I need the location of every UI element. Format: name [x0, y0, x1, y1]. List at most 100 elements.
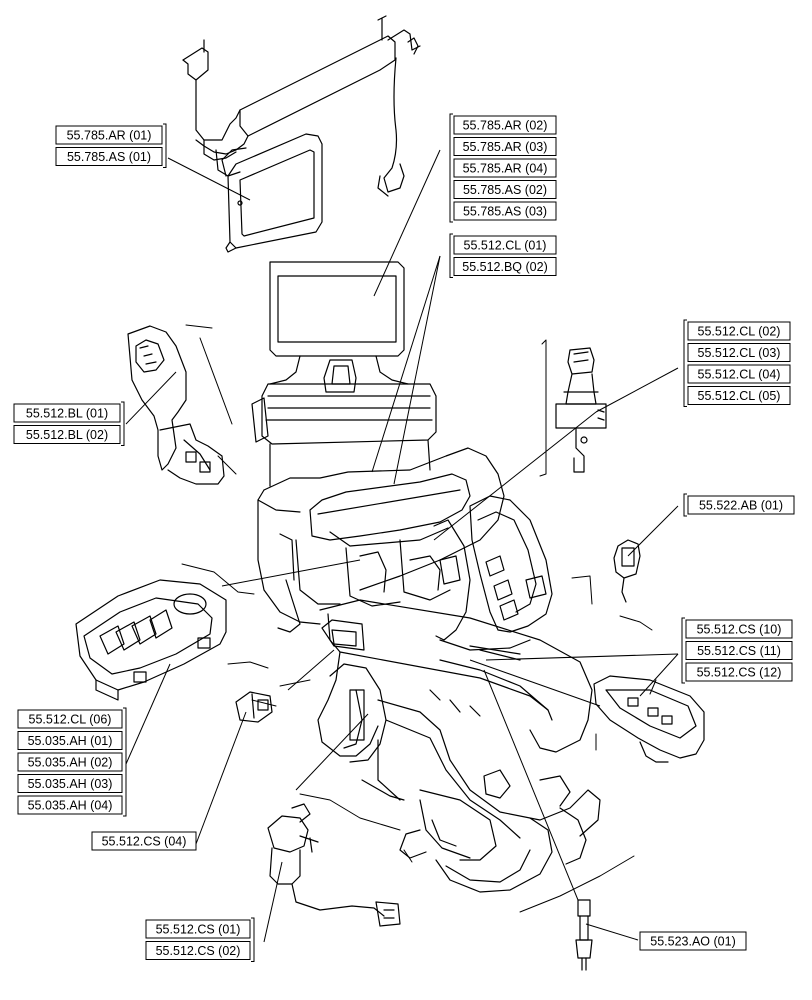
- part-callout[interactable]: 55.035.AH (03): [17, 774, 123, 793]
- callout-box: [17, 731, 123, 750]
- part-callout[interactable]: 55.785.AS (03): [453, 201, 557, 221]
- part-number-label: 55.512.BL (02): [26, 428, 108, 442]
- leader-side-panel-2: [485, 653, 679, 661]
- part-callout[interactable]: 55.523.AO (01): [639, 931, 747, 951]
- leader-display-mount: [167, 157, 251, 201]
- part-callout[interactable]: 55.512.CL (02): [687, 321, 791, 341]
- callout-box: [453, 235, 557, 255]
- leader-joystick-right: [595, 367, 679, 413]
- callout-box: [17, 795, 123, 815]
- part-callout[interactable]: 55.785.AR (01): [55, 125, 163, 145]
- part-callout[interactable]: 55.512.CS (04): [91, 831, 197, 851]
- leader-display-screen: [373, 149, 441, 297]
- part-callout[interactable]: 55.512.CS (10): [685, 619, 793, 639]
- part-callout[interactable]: 55.512.CL (03): [687, 343, 791, 362]
- part-callout[interactable]: 55.512.CS (12): [685, 662, 793, 682]
- part-callout[interactable]: 55.785.AS (02): [453, 180, 557, 199]
- part-number-label: 55.785.AS (03): [463, 205, 547, 219]
- leader-control-module-2: [221, 559, 361, 587]
- callout-box: [17, 709, 123, 729]
- part-number-label: 55.785.AR (04): [463, 162, 548, 176]
- part-callout[interactable]: 55.512.CS (02): [145, 941, 251, 960]
- callout-box: [639, 931, 747, 951]
- part-callout[interactable]: 55.512.BQ (02): [453, 257, 557, 276]
- part-number-label: 55.512.CL (02): [698, 325, 781, 339]
- part-number-label: 55.523.AO (01): [650, 935, 735, 949]
- part-number-label: 55.035.AH (01): [28, 734, 113, 748]
- part-number-label: 55.512.CS (04): [102, 835, 187, 849]
- control-module-drawing: [76, 580, 226, 700]
- callout-box: [145, 941, 251, 960]
- part-callout[interactable]: 55.785.AR (04): [453, 158, 557, 178]
- part-callout[interactable]: 55.785.AS (01): [55, 147, 163, 166]
- leader-pressure-sensor-2: [483, 669, 579, 901]
- callout-box: [685, 662, 793, 682]
- part-callout[interactable]: 55.035.AH (01): [17, 731, 123, 750]
- callout-box: [13, 425, 121, 444]
- leader-valve-sensor: [263, 861, 283, 943]
- callout-box: [685, 619, 793, 639]
- right-joystick-drawing: [556, 348, 606, 472]
- armrest-console-drawing: [252, 384, 552, 640]
- callout-box: [687, 386, 791, 405]
- leader-side-panel-3: [469, 659, 601, 707]
- callout-box: [453, 180, 557, 199]
- callout-box: [13, 403, 121, 423]
- part-callout[interactable]: 55.512.CL (04): [687, 364, 791, 384]
- part-number-label: 55.785.AR (03): [463, 140, 548, 154]
- part-number-label: 55.512.CS (11): [697, 644, 781, 658]
- part-number-label: 55.512.CL (03): [698, 346, 781, 360]
- part-callout[interactable]: 55.512.CS (11): [685, 641, 793, 660]
- part-callout[interactable]: 55.035.AH (04): [17, 795, 123, 815]
- leader-console-connector-2: [295, 713, 369, 791]
- switch-socket-drawing: [614, 540, 640, 602]
- callout-box: [453, 158, 557, 178]
- reference-lines: [182, 325, 656, 912]
- side-panel-drawing: [594, 676, 704, 762]
- part-callout[interactable]: 55.522.AB (01): [687, 495, 795, 515]
- part-number-label: 55.785.AS (02): [463, 183, 547, 197]
- part-number-label: 55.512.CL (01): [464, 239, 547, 253]
- callout-box: [453, 137, 557, 156]
- valve-sensor-drawing: [268, 804, 400, 926]
- callout-group-display-screen: 55.785.AR (02) 55.785.AR (03) 55.785.AR (0…: [449, 113, 557, 223]
- callout-layer: 55.785.AR (01)55.785.AS (01)55.785.AR (0…: [13, 113, 795, 962]
- callout-group-valve-sensor: 55.512.CS (01) 55.512.CS (02): [145, 917, 255, 962]
- callout-group-switch-socket: 55.522.AB (01): [683, 493, 795, 517]
- callout-box: [453, 115, 557, 135]
- callout-group-pressure-sensor: 55.523.AO (01): [639, 931, 747, 951]
- leader-joystick-right-2: [433, 411, 597, 541]
- callout-group-joystick-left: 55.512.BL (01) 55.512.BL (02): [13, 401, 125, 446]
- part-callout[interactable]: 55.035.AH (02): [17, 752, 123, 772]
- callout-group-armrest-console: 55.512.CL (01) 55.512.BQ (02): [449, 233, 557, 278]
- callout-bracket: [123, 707, 127, 817]
- part-callout[interactable]: 55.512.CS (01): [145, 919, 251, 939]
- callout-bracket: [683, 493, 687, 517]
- part-callout[interactable]: 55.785.AR (02): [453, 115, 557, 135]
- callout-box: [17, 774, 123, 793]
- leader-lines: [125, 149, 679, 943]
- leader-control-module: [125, 663, 171, 765]
- callout-box: [453, 257, 557, 276]
- leader-switch-block: [195, 711, 247, 845]
- left-joystick-drawing: [128, 326, 224, 484]
- part-callout[interactable]: 55.512.BL (01): [13, 403, 121, 423]
- callout-bracket: [681, 617, 685, 684]
- part-number-label: 55.512.CS (10): [697, 623, 782, 637]
- part-number-label: 55.512.CS (12): [697, 666, 782, 680]
- callout-group-display-mount: 55.785.AR (01) 55.785.AS (01): [55, 123, 167, 168]
- part-callout[interactable]: 55.512.CL (01): [453, 235, 557, 255]
- leader-console-connector: [287, 649, 335, 691]
- callout-group-switch-block: 55.512.CS (04): [91, 831, 197, 851]
- display-screen-drawing: [270, 262, 408, 392]
- callout-bracket: [449, 113, 453, 223]
- part-callout[interactable]: 55.785.AR (03): [453, 137, 557, 156]
- part-callout[interactable]: 55.512.CL (06): [17, 709, 123, 729]
- callout-bracket: [163, 123, 167, 168]
- part-callout[interactable]: 55.512.CL (05): [687, 386, 791, 405]
- part-number-label: 55.785.AR (01): [67, 129, 152, 143]
- part-callout[interactable]: 55.512.BL (02): [13, 425, 121, 444]
- part-number-label: 55.785.AS (01): [67, 150, 151, 164]
- part-number-label: 55.512.CL (04): [698, 368, 781, 382]
